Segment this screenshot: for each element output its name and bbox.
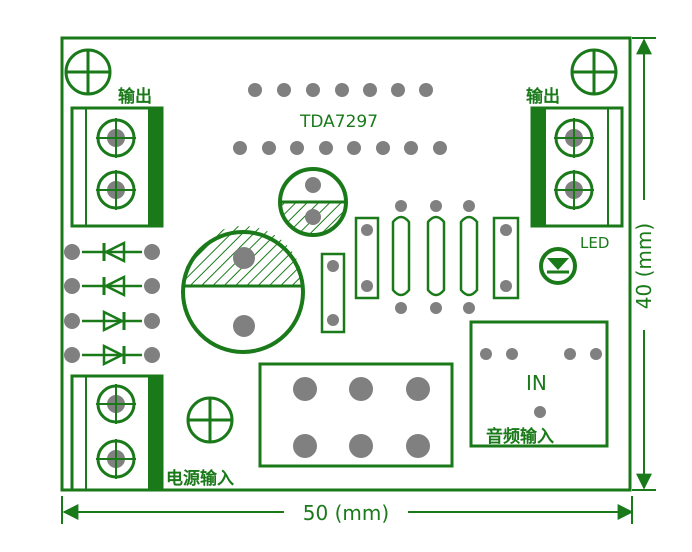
switch-6pin bbox=[258, 362, 454, 468]
ic-pads-bottom-row bbox=[233, 141, 447, 155]
capacitor-large bbox=[181, 226, 305, 354]
chip-label: TDA7297 bbox=[299, 112, 378, 132]
diode-row-2 bbox=[64, 274, 160, 298]
diode-row-3 bbox=[64, 309, 160, 333]
led-indicator bbox=[539, 247, 577, 285]
output-right-label: 输出 bbox=[526, 86, 560, 107]
mounting-hole-bottom bbox=[186, 396, 234, 444]
diode-row-4 bbox=[64, 343, 160, 367]
resistor-r4 bbox=[426, 200, 446, 314]
diode-row-1 bbox=[64, 240, 160, 264]
dimension-height bbox=[632, 37, 656, 491]
audio-input-connector bbox=[469, 320, 609, 448]
capacitor-small bbox=[278, 167, 348, 237]
output-left-label: 输出 bbox=[118, 86, 152, 107]
resistor-r1 bbox=[320, 252, 346, 334]
terminal-block-output-left bbox=[70, 106, 164, 228]
power-input-label: 电源输入 bbox=[166, 468, 234, 489]
resistor-r2 bbox=[354, 216, 380, 300]
dimension-height-label: 40 (mm) bbox=[632, 223, 656, 309]
board-outline bbox=[60, 36, 632, 492]
dimension-width-label: 50 (mm) bbox=[303, 501, 389, 525]
dimension-width bbox=[61, 496, 634, 524]
mounting-hole-top-left bbox=[64, 48, 112, 96]
in-label: IN bbox=[526, 371, 547, 395]
resistor-r5 bbox=[459, 200, 479, 314]
terminal-block-power-input bbox=[70, 374, 164, 492]
audio-input-label: 音频输入 bbox=[486, 426, 554, 447]
led-label: LED bbox=[580, 234, 609, 252]
terminal-block-output-right bbox=[530, 106, 624, 228]
resistor-r3 bbox=[391, 200, 411, 314]
mounting-hole-top-right bbox=[570, 48, 618, 96]
ic-pads-top-row bbox=[248, 83, 433, 97]
resistor-r6 bbox=[492, 216, 520, 300]
